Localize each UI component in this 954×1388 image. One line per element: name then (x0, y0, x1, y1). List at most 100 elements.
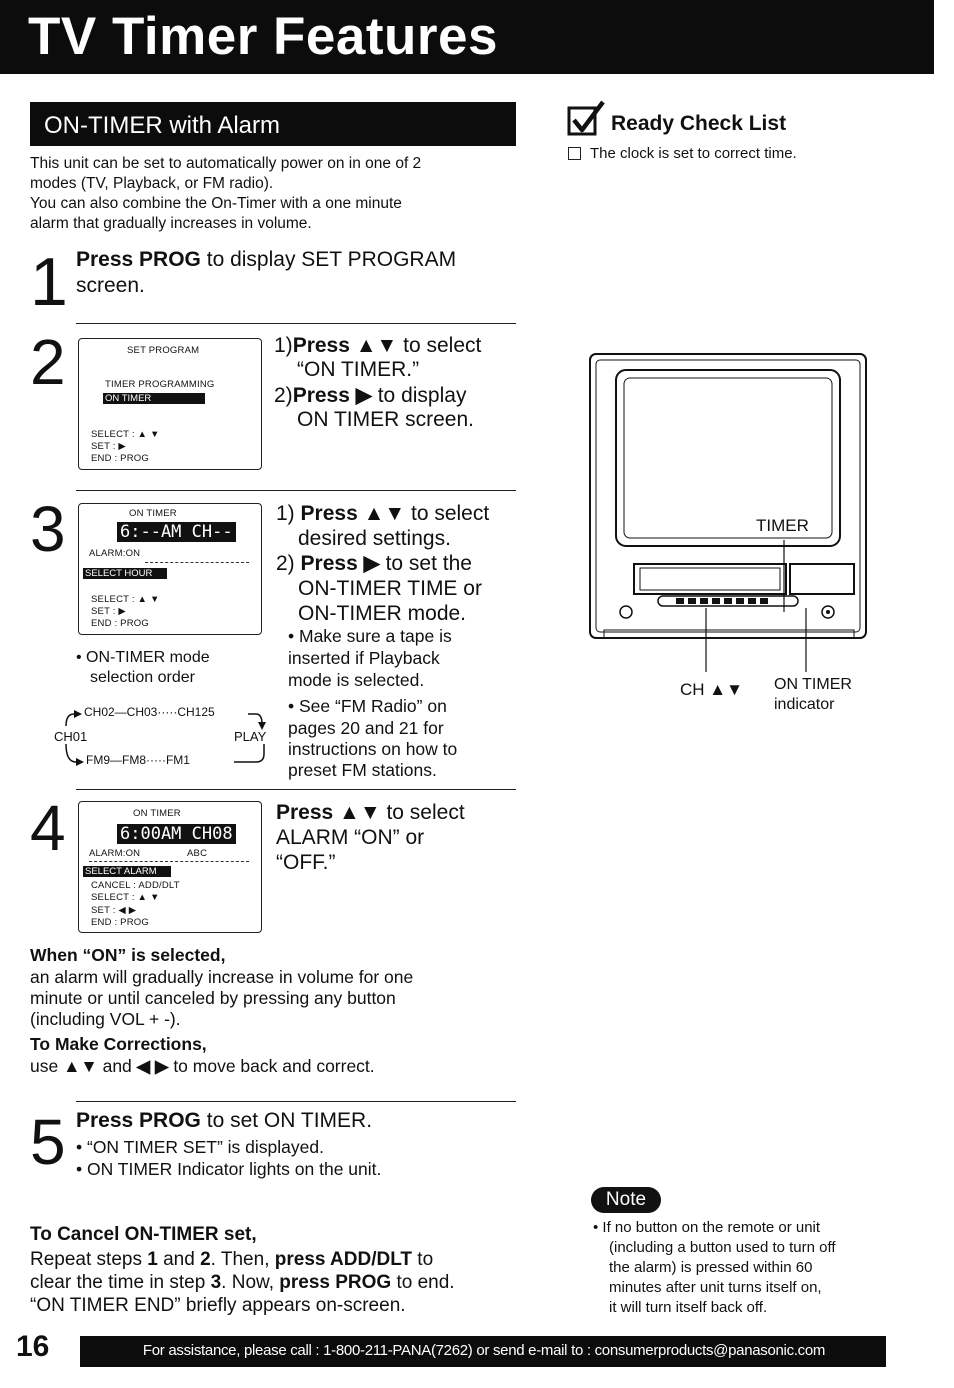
corrections-line: use ▲▼ and ◀ ▶ to move back and correct. (30, 1056, 375, 1077)
set-program-osd: SET PROGRAM TIMER PROGRAMMING ON TIMER S… (78, 338, 262, 470)
step2-num2: 2) (274, 384, 293, 407)
mode-order-diagram (65, 710, 266, 766)
divider (76, 1101, 516, 1102)
timer-label: TIMER (756, 516, 809, 535)
step3-bullet2: • See “FM Radio” on (288, 696, 447, 716)
step2-line1: 1)Press ▲▼ to select (274, 334, 481, 358)
corrections-mid: and (97, 1056, 137, 1076)
when-on-line: (including VOL + -). (30, 1009, 181, 1029)
osd-select: SELECT : ▲ ▼ (91, 429, 160, 440)
osd-dashes (89, 861, 249, 862)
step4-line2: ALARM “ON” or (276, 826, 425, 849)
step4-rest: to select (380, 801, 465, 824)
note-label: Note (605, 1189, 647, 1210)
step3-bullet2: pages 20 and 21 for (288, 718, 444, 738)
corrections-post: to move back and correct. (168, 1056, 375, 1076)
step3-num1: 1) (276, 502, 295, 525)
corrections-pre: use (30, 1056, 64, 1076)
intro-line: modes (TV, Playback, or FM radio). (30, 175, 274, 192)
osd-end: END : PROG (91, 917, 149, 928)
note-line: it will turn itself back off. (609, 1299, 768, 1316)
cancel-text: 1 (147, 1249, 158, 1270)
step3-rest1: to select (405, 502, 490, 525)
step3-bullet2: preset FM stations. (288, 760, 437, 780)
step2-line1b: “ON TIMER.” (297, 358, 420, 381)
corrections-arrows2: ◀ ▶ (136, 1056, 169, 1076)
step4-line1: Press ▲▼ to select (276, 801, 465, 825)
note-line: the alarm) is pressed within 60 (609, 1259, 813, 1276)
osd-highlight: ON TIMER (103, 393, 205, 404)
corrections-title: To Make Corrections, (30, 1034, 207, 1054)
when-on-title: When “ON” is selected, (30, 945, 226, 965)
section-banner (30, 102, 516, 146)
corrections-arrows1: ▲▼ (63, 1056, 98, 1076)
osd-alarm: ALARM:ON (89, 548, 141, 559)
cancel-text: and (157, 1249, 201, 1270)
intro-line: alarm that gradually increases in volume… (30, 215, 312, 232)
step5-bold: Press PROG (76, 1109, 201, 1132)
step3-rest2: to set the (379, 552, 472, 575)
tv-vcr-illustration (589, 353, 867, 672)
cancel-text: 2 (200, 1249, 211, 1270)
osd-select: SELECT : ▲ ▼ (91, 892, 160, 903)
when-on-line: minute or until canceled by pressing any… (30, 988, 396, 1008)
indicator-label: indicator (774, 696, 835, 713)
step5-bullet: • ON TIMER Indicator lights on the unit. (76, 1159, 382, 1179)
when-on-line: an alarm will gradually increase in volu… (30, 967, 414, 987)
step1-rest: to display SET PROGRAM (200, 248, 457, 271)
osd-end: END : PROG (91, 453, 149, 464)
step3-bullet1: mode is selected. (288, 670, 425, 690)
osd-line: TIMER PROGRAMMING (105, 379, 215, 390)
osd-time-display: 6:--AM CH-- (117, 522, 236, 542)
checklist-title: Ready Check List (611, 112, 787, 135)
note-badge (591, 1187, 661, 1213)
step3-bold2: Press ▶ (300, 552, 380, 575)
step2-line2: 2)Press ▶ to display (274, 384, 466, 408)
intro-line: This unit can be set to automatically po… (30, 155, 422, 172)
divider (76, 490, 516, 491)
note-line: • If no button on the remote or unit (593, 1219, 821, 1236)
cancel-text: . Then, (210, 1249, 275, 1270)
intro-line: You can also combine the On-Timer with a… (30, 195, 402, 212)
step2-num1: 1) (274, 334, 293, 357)
osd-time-display: 6:00AM CH08 (117, 824, 236, 844)
cancel-line2: clear the time in step 3. Now, press PRO… (30, 1271, 455, 1294)
step2-bold1: Press ▲▼ (292, 334, 398, 357)
step1-bold: Press PROG (76, 248, 201, 271)
step3-line2b: ON-TIMER TIME or (298, 577, 482, 600)
on-timer-osd: ON TIMER 6:--AM CH-- ALARM:ON SELECT HOU… (78, 503, 262, 635)
mode-note: • ON-TIMER mode (76, 649, 210, 666)
cancel-line3: “ON TIMER END” briefly appears on-screen… (30, 1295, 406, 1316)
checkbox-icon (568, 147, 581, 160)
step-number: 3 (30, 493, 66, 565)
section-title: ON-TIMER with Alarm (44, 112, 281, 139)
footer-contact-text: For assistance, please call : 1-800-211-… (142, 1342, 826, 1359)
step3-bullet1: inserted if Playback (288, 648, 440, 668)
osd-set: SET : ▶ (91, 606, 126, 617)
alarm-osd: ON TIMER 6:00AM CH08 ALARM:ON ABC SELECT… (78, 801, 262, 933)
order-bottom: FM9—FM8·····FM1 (86, 753, 190, 767)
divider (76, 323, 516, 324)
step3-bold1: Press ▲▼ (300, 502, 406, 525)
step4-bold: Press ▲▼ (276, 801, 381, 824)
step4-line3: “OFF.” (276, 851, 336, 874)
step2-rest1: to select (397, 334, 482, 357)
order-left: CH01 (54, 729, 88, 744)
osd-abc: ABC (187, 848, 208, 859)
step3-line2c: ON-TIMER mode. (298, 602, 467, 625)
step-number: 1 (30, 244, 68, 320)
step3-line1: 1) Press ▲▼ to select (276, 502, 489, 526)
osd-end: END : PROG (91, 618, 149, 629)
step1-line2: screen. (76, 274, 145, 297)
osd-title: ON TIMER (129, 508, 177, 519)
ontimer-label: ON TIMER (774, 676, 852, 693)
step2-rest2: to display (371, 384, 467, 407)
step5-rest: to set ON TIMER. (200, 1109, 373, 1132)
cancel-line1: Repeat steps 1 and 2. Then, press ADD/DL… (30, 1248, 433, 1271)
step-number: 5 (30, 1106, 66, 1178)
step3-num2: 2) (276, 552, 295, 575)
divider (76, 789, 516, 790)
step5-line1: Press PROG to set ON TIMER. (76, 1109, 372, 1133)
cancel-text: 3 (210, 1272, 222, 1293)
osd-cancel: CANCEL : ADD/DLT (91, 880, 180, 891)
